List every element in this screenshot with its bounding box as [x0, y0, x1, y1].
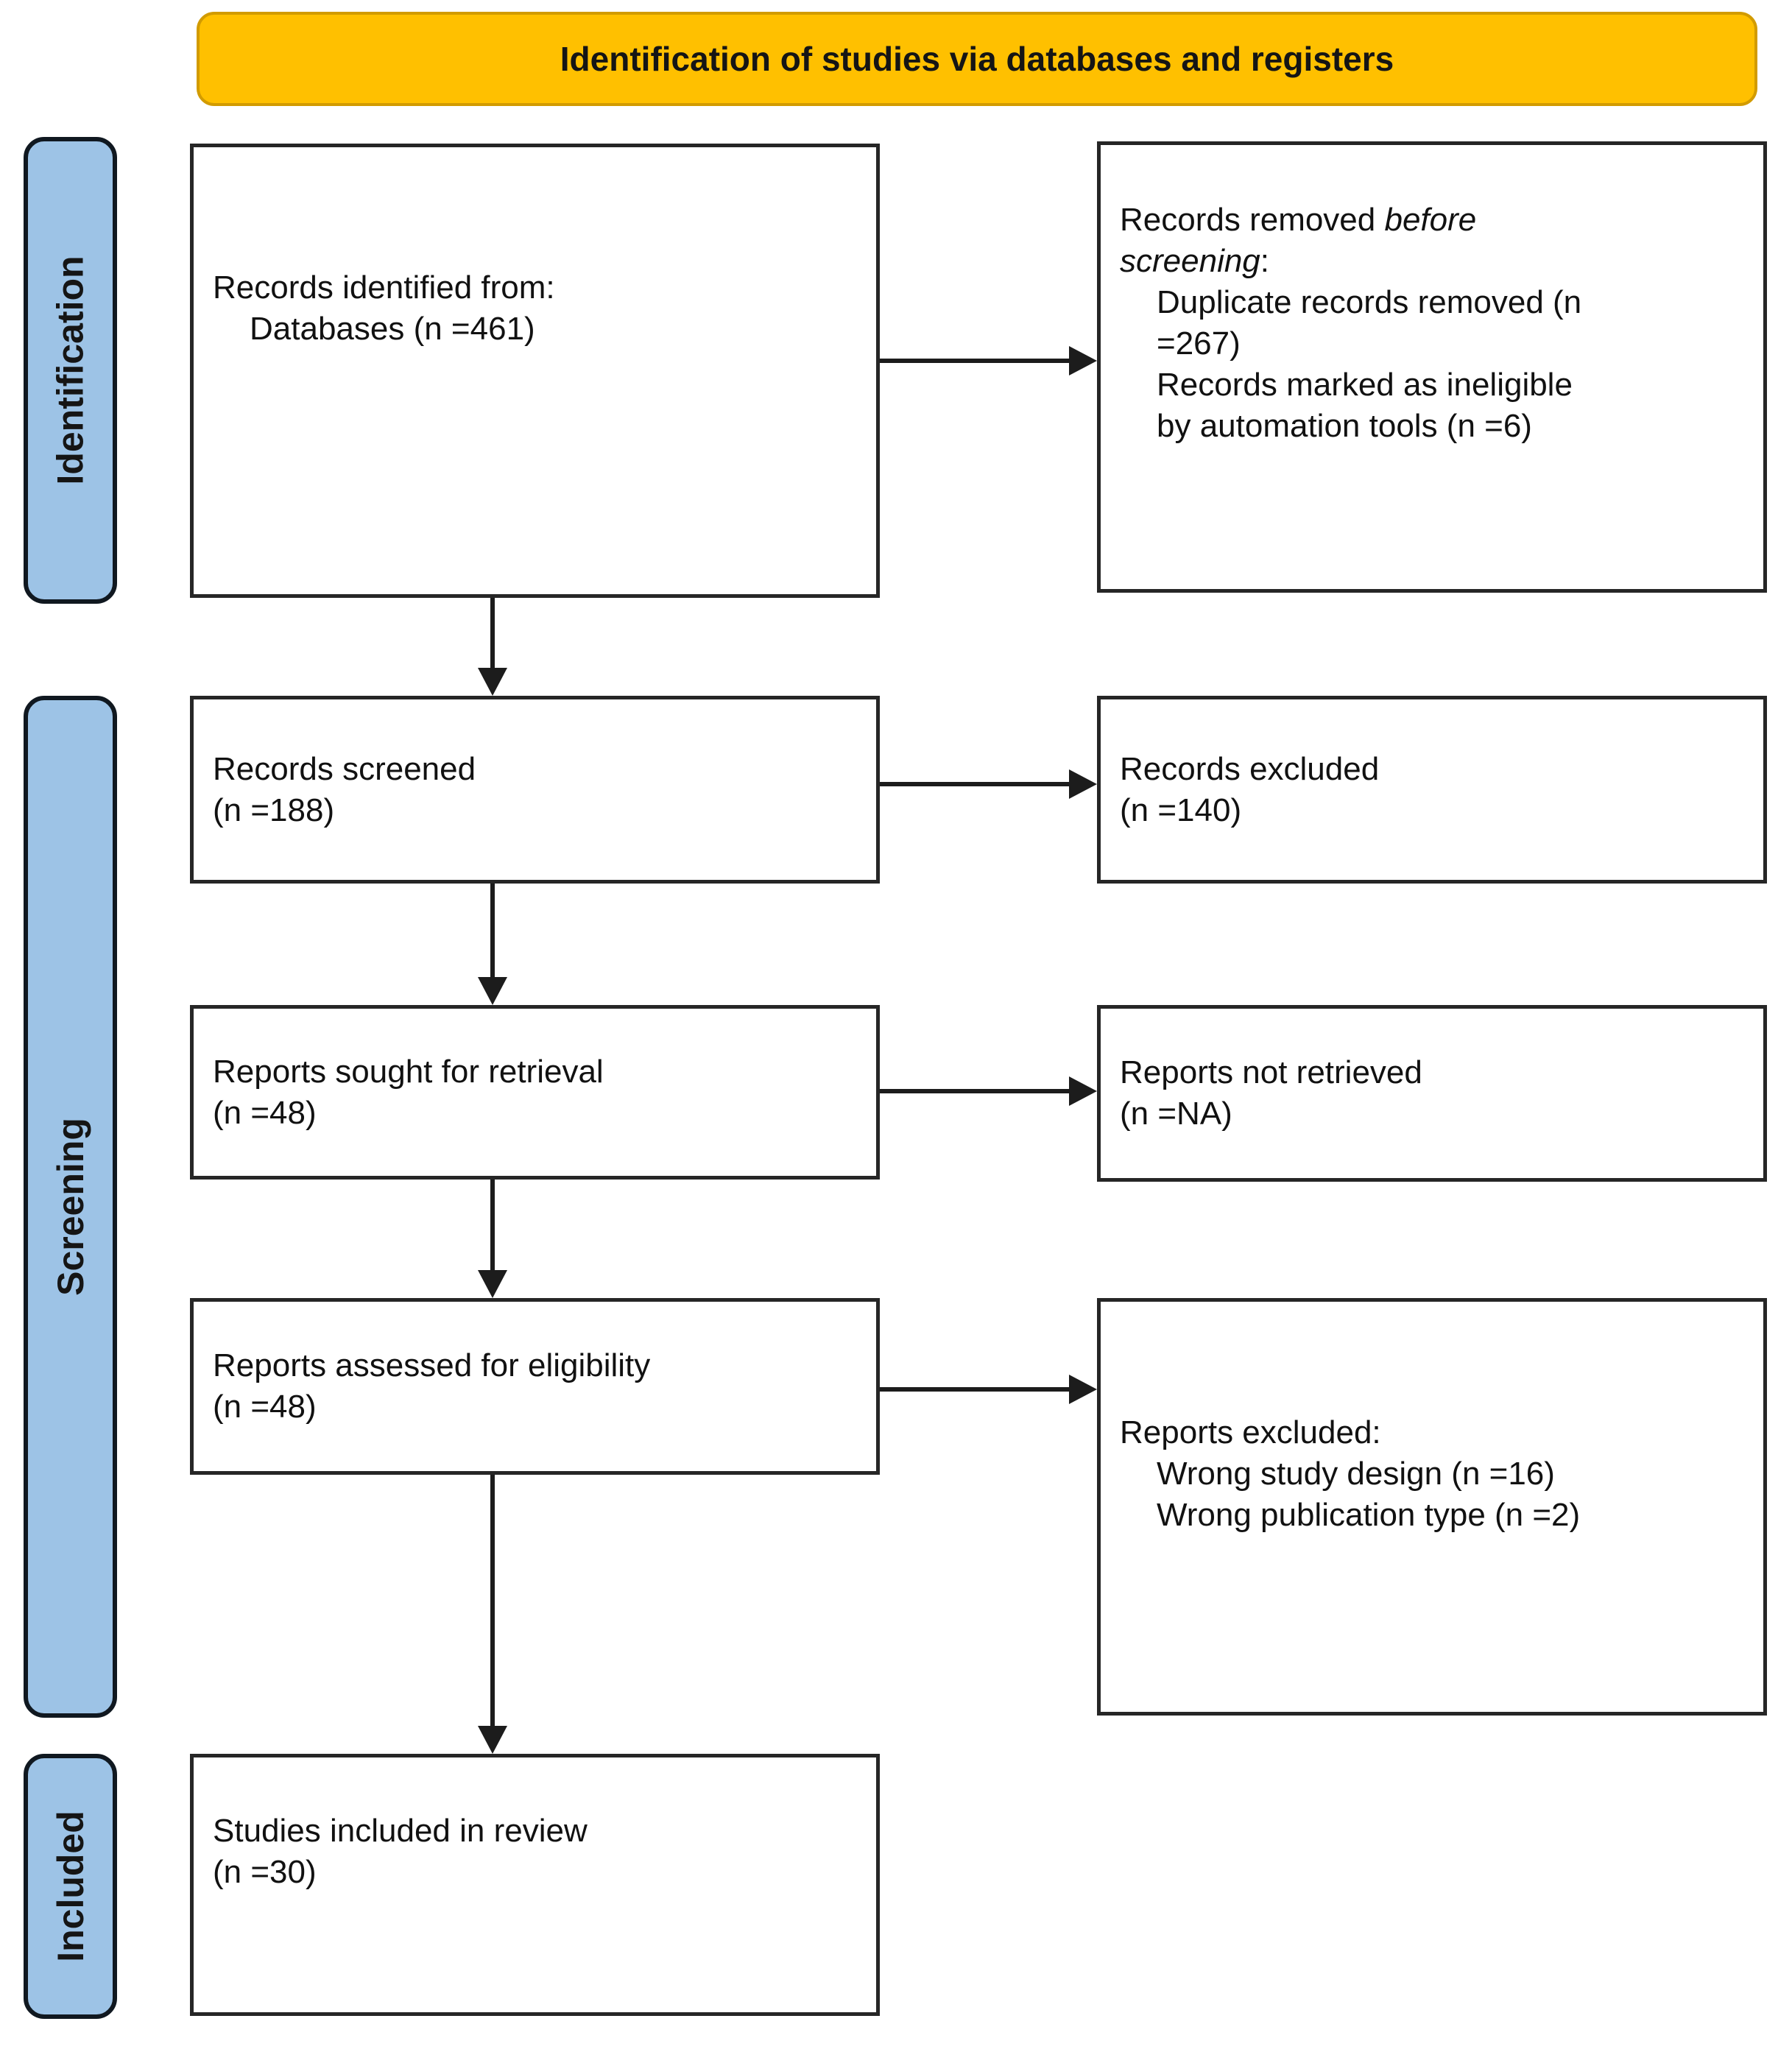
box-records-identified: Records identified from: Databases (n =4…	[190, 144, 880, 598]
box-records-screened: Records screened (n =188)	[190, 696, 880, 884]
box-reports-not-retrieved: Reports not retrieved (n =NA)	[1097, 1005, 1767, 1182]
arrow-down-sought-to-assessed	[490, 1180, 495, 1272]
box-records-removed-text: Records removed before screening: Duplic…	[1120, 200, 1726, 447]
stage-label-identification: Identification	[49, 255, 91, 485]
box-records-identified-text: Records identified from: Databases (n =4…	[213, 269, 555, 347]
stage-label-screening: Screening	[49, 1118, 91, 1296]
banner-identification-via-databases: Identification of studies via databases …	[197, 12, 1757, 106]
arrow-right-screened-to-excluded	[880, 782, 1070, 786]
box-reports-excluded: Reports excluded: Wrong study design (n …	[1097, 1298, 1767, 1716]
arrow-right-assessed-to-reports-excluded	[880, 1387, 1070, 1392]
box-records-excluded: Records excluded (n =140)	[1097, 696, 1767, 884]
box-studies-included-text: Studies included in review (n =30)	[213, 1813, 588, 1890]
removed-item-duplicates: Duplicate records removed (n =267)	[1157, 283, 1582, 362]
arrow-down-assessed-to-included	[490, 1475, 495, 1727]
arrow-down-identified-to-screened	[490, 598, 495, 669]
box-studies-included: Studies included in review (n =30)	[190, 1754, 880, 2016]
box-reports-sought: Reports sought for retrieval (n =48)	[190, 1005, 880, 1180]
box-reports-assessed: Reports assessed for eligibility (n =48)	[190, 1298, 880, 1475]
stage-label-included: Included	[49, 1811, 91, 1962]
arrow-down-screened-to-sought	[490, 884, 495, 979]
arrow-right-sought-to-not-retrieved	[880, 1089, 1070, 1093]
stage-bar-identification: Identification	[24, 137, 117, 604]
stage-bar-included: Included	[24, 1754, 117, 2019]
box-records-removed-before-screening: Records removed before screening: Duplic…	[1097, 141, 1767, 593]
stage-bar-screening: Screening	[24, 696, 117, 1718]
box-reports-excluded-text: Reports excluded: Wrong study design (n …	[1120, 1414, 1581, 1533]
banner-label: Identification of studies via databases …	[560, 40, 1394, 78]
arrow-right-identified-to-removed	[880, 359, 1070, 363]
removed-item-automation: Records marked as ineligible by automati…	[1157, 366, 1573, 444]
